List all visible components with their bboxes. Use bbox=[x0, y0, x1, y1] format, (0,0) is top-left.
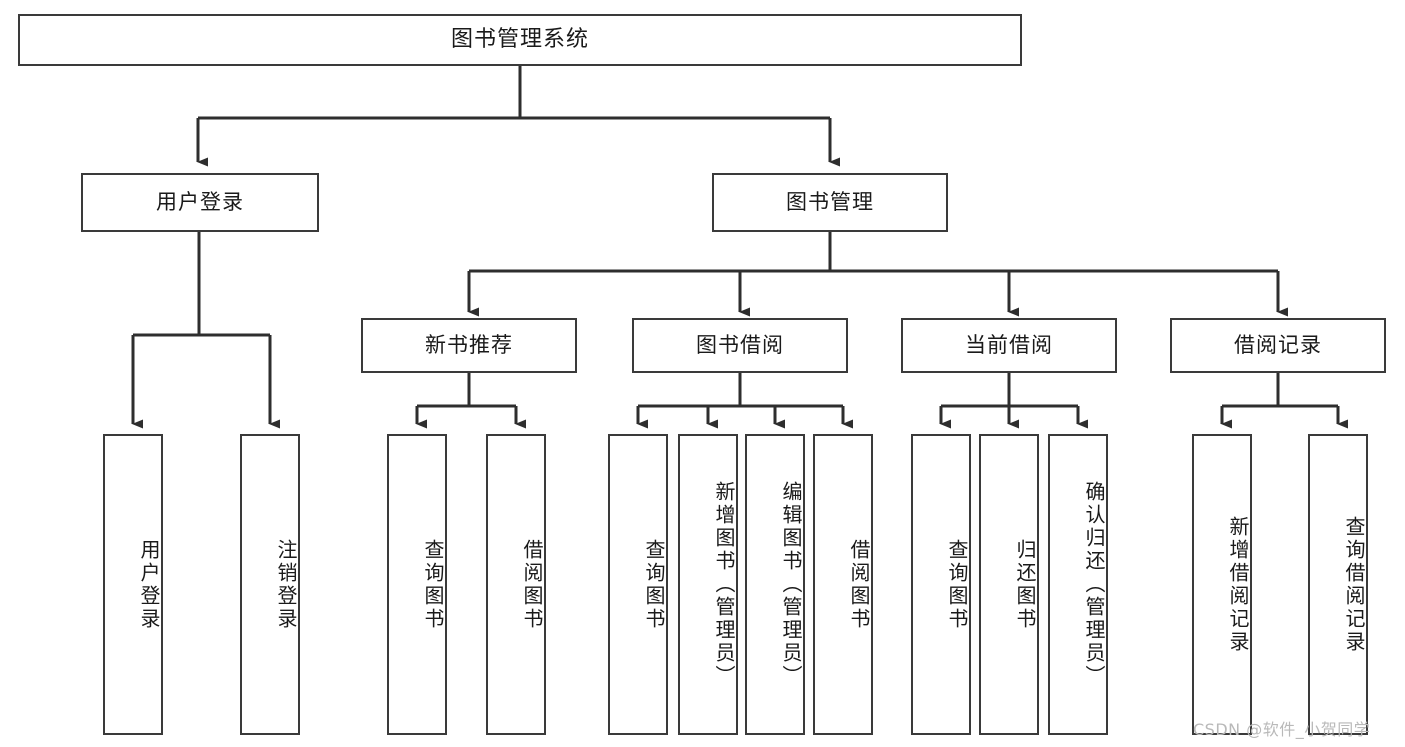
node-new-book-recommend[interactable]: 新书推荐 bbox=[361, 318, 577, 373]
leaf-bookborrow-edit-book-admin[interactable]: 编辑图书（管理员） bbox=[745, 434, 805, 735]
node-label: 新增图书（管理员） bbox=[712, 481, 736, 688]
leaf-bookborrow-query-book[interactable]: 查询图书 bbox=[608, 434, 668, 735]
leaf-currentborrow-confirm-return-admin[interactable]: 确认归还（管理员） bbox=[1048, 434, 1108, 735]
node-label: 查询图书 bbox=[421, 538, 445, 631]
node-label: 归还图书 bbox=[1013, 538, 1037, 631]
node-label: 当前借阅 bbox=[965, 332, 1053, 357]
leaf-newbook-borrow-book[interactable]: 借阅图书 bbox=[486, 434, 546, 735]
node-current-borrow[interactable]: 当前借阅 bbox=[901, 318, 1117, 373]
node-borrow-record[interactable]: 借阅记录 bbox=[1170, 318, 1386, 373]
leaf-borrowrecord-add-record[interactable]: 新增借阅记录 bbox=[1192, 434, 1252, 735]
node-book-management[interactable]: 图书管理 bbox=[712, 173, 948, 232]
node-label: 图书管理 bbox=[786, 189, 874, 214]
leaf-logout-login[interactable]: 注销登录 bbox=[240, 434, 300, 735]
node-book-borrow[interactable]: 图书借阅 bbox=[632, 318, 848, 373]
leaf-user-login[interactable]: 用户登录 bbox=[103, 434, 163, 735]
node-label: 新增借阅记录 bbox=[1226, 515, 1250, 654]
node-label: 借阅图书 bbox=[520, 538, 544, 631]
node-root-book-management-system[interactable]: 图书管理系统 bbox=[18, 14, 1022, 66]
node-label: 查询借阅记录 bbox=[1342, 515, 1366, 654]
node-label: 查询图书 bbox=[945, 538, 969, 631]
leaf-currentborrow-return-book[interactable]: 归还图书 bbox=[979, 434, 1039, 735]
leaf-newbook-query-book[interactable]: 查询图书 bbox=[387, 434, 447, 735]
node-label: 图书借阅 bbox=[696, 332, 784, 357]
node-label: 确认归还（管理员） bbox=[1082, 481, 1106, 688]
node-label: 借阅图书 bbox=[847, 538, 871, 631]
node-label: 编辑图书（管理员） bbox=[779, 481, 803, 688]
node-label: 借阅记录 bbox=[1234, 332, 1322, 357]
node-label: 注销登录 bbox=[274, 538, 298, 631]
leaf-currentborrow-query-book[interactable]: 查询图书 bbox=[911, 434, 971, 735]
node-label: 图书管理系统 bbox=[450, 26, 589, 52]
node-label: 用户登录 bbox=[137, 538, 161, 631]
watermark-text: CSDN @软件_小贺同学 bbox=[1193, 720, 1371, 739]
node-label: 查询图书 bbox=[642, 538, 666, 631]
node-label: 用户登录 bbox=[156, 189, 244, 214]
leaf-bookborrow-borrow-book[interactable]: 借阅图书 bbox=[813, 434, 873, 735]
leaf-borrowrecord-query-record[interactable]: 查询借阅记录 bbox=[1308, 434, 1368, 735]
leaf-bookborrow-add-book-admin[interactable]: 新增图书（管理员） bbox=[678, 434, 738, 735]
node-label: 新书推荐 bbox=[425, 332, 513, 357]
node-user-login[interactable]: 用户登录 bbox=[81, 173, 319, 232]
